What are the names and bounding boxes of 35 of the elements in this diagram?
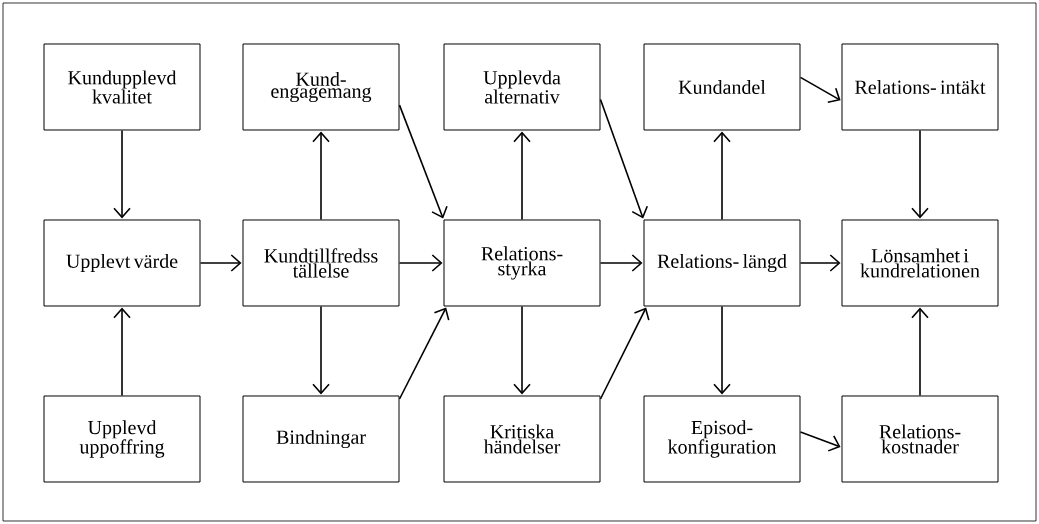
process-box: Kund- engagemang [242, 43, 400, 131]
arrow [312, 305, 330, 395]
arrow [799, 431, 841, 452]
arrow [799, 254, 841, 272]
process-box: Upplevt värde [43, 219, 201, 307]
process-box: Relations- kostnader [841, 395, 999, 483]
process-box: Relations- intäkt [841, 43, 999, 131]
arrow [799, 76, 841, 103]
process-box: Kundtillfredss tällelse [242, 219, 400, 307]
arrow [398, 254, 443, 272]
arrow [513, 131, 531, 221]
arrow [398, 104, 448, 219]
arrow [713, 131, 731, 221]
arrow [513, 305, 531, 395]
arrow [113, 129, 131, 219]
process-box: Bindningar [242, 395, 400, 483]
process-box: Upplevd uppoffring [43, 395, 201, 483]
process-box: Episod- konfiguration [643, 395, 801, 483]
process-box: Relations- styrka [443, 219, 601, 307]
process-box: Relations- längd [643, 219, 801, 307]
arrow [713, 305, 731, 395]
arrow [599, 254, 643, 272]
arrow [312, 131, 330, 221]
arrow [199, 254, 242, 272]
arrow [398, 307, 450, 400]
arrow [599, 307, 650, 400]
process-box: Kritiska händelser [443, 395, 601, 483]
process-box: Lönsamhet i kundrelationen [841, 219, 999, 307]
arrow [911, 307, 929, 397]
arrow [599, 98, 649, 219]
process-box: Upplevda alternativ [443, 43, 601, 131]
process-box: Kundandel [643, 43, 801, 131]
process-box: Kundupplevd kvalitet [43, 43, 201, 131]
arrow [911, 129, 929, 219]
arrow [113, 307, 131, 397]
